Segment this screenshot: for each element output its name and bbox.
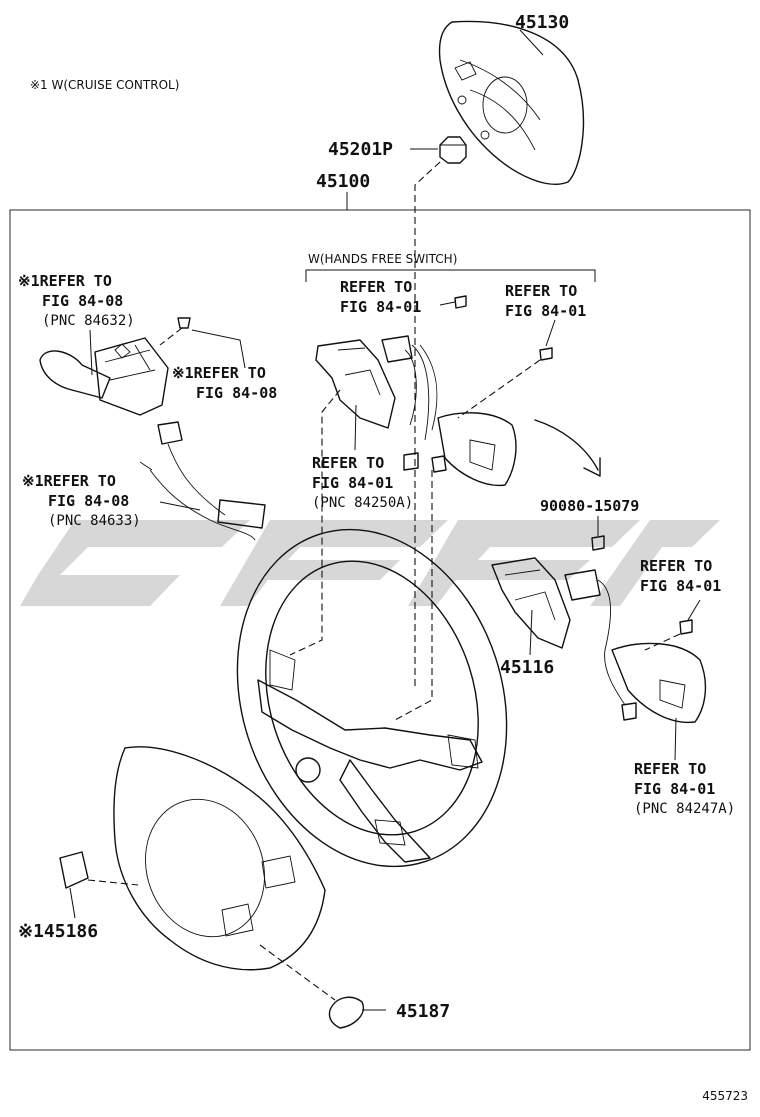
ref-b-line2: FIG 84-08 — [196, 384, 277, 402]
ref-b-line1: ※1REFER TO — [172, 364, 266, 382]
ref-a-line3: (PNC 84632) — [42, 313, 135, 329]
part-label-45201P: 45201P — [328, 139, 393, 160]
screw-90080 — [591, 535, 605, 551]
ref-g-line1: REFER TO — [640, 557, 712, 575]
cruise-note: ※1 W(CRUISE CONTROL) — [30, 78, 179, 92]
ref-f-line2: FIG 84-01 — [312, 474, 393, 492]
screw-g — [679, 619, 693, 635]
part-label-90080-15079: 90080-15079 — [540, 497, 639, 515]
part-label-45116: 45116 — [500, 657, 554, 678]
bracket-label: W(HANDS FREE SWITCH) — [308, 252, 457, 266]
cruise-wire-harness — [139, 421, 266, 541]
ref-h-line1: REFER TO — [634, 760, 706, 778]
ref-e-line2: FIG 84-01 — [505, 302, 586, 320]
ref-d-line1: REFER TO — [340, 278, 412, 296]
part-label-45187: 45187 — [396, 1001, 450, 1022]
ref-c-line1: ※1REFER TO — [22, 472, 116, 490]
cap-45186 — [59, 851, 89, 889]
part-label-45186: ※145186 — [18, 921, 98, 942]
ref-e-line1: REFER TO — [505, 282, 577, 300]
hands-free-switch-right — [491, 557, 707, 724]
ref-h-line3: (PNC 84247A) — [634, 801, 735, 817]
lower-cover — [113, 746, 326, 971]
screw-e — [539, 347, 553, 361]
ref-f-line1: REFER TO — [312, 454, 384, 472]
ref-d-line2: FIG 84-01 — [340, 298, 421, 316]
cap-45187 — [328, 996, 365, 1029]
assembly-frame — [9, 209, 751, 1051]
cruise-control-switch — [39, 337, 169, 416]
ref-g-line2: FIG 84-01 — [640, 577, 721, 595]
airbag-45130 — [438, 20, 585, 185]
airbag-leader — [519, 29, 544, 56]
assembly-label: 45100 — [316, 171, 370, 192]
screw-a — [177, 317, 191, 329]
ref-f-line3: (PNC 84250A) — [312, 495, 413, 511]
ref-a-line1: ※1REFER TO — [18, 272, 112, 290]
rotation-arrow — [534, 419, 599, 471]
part-label-45130: 45130 — [515, 12, 569, 33]
figure-number: 455723 — [702, 1089, 748, 1103]
ref-a-line2: FIG 84-08 — [42, 292, 123, 310]
screw-d — [454, 295, 467, 309]
ref-c-line3: (PNC 84633) — [48, 513, 141, 529]
ref-h-line2: FIG 84-01 — [634, 780, 715, 798]
nut-dashed-line — [414, 161, 441, 690]
steering-wheel — [236, 528, 508, 868]
ref-c-line2: FIG 84-08 — [48, 492, 129, 510]
hands-free-bracket — [305, 269, 596, 282]
nut-45201P — [439, 136, 467, 164]
hands-free-switch-left — [315, 335, 517, 487]
